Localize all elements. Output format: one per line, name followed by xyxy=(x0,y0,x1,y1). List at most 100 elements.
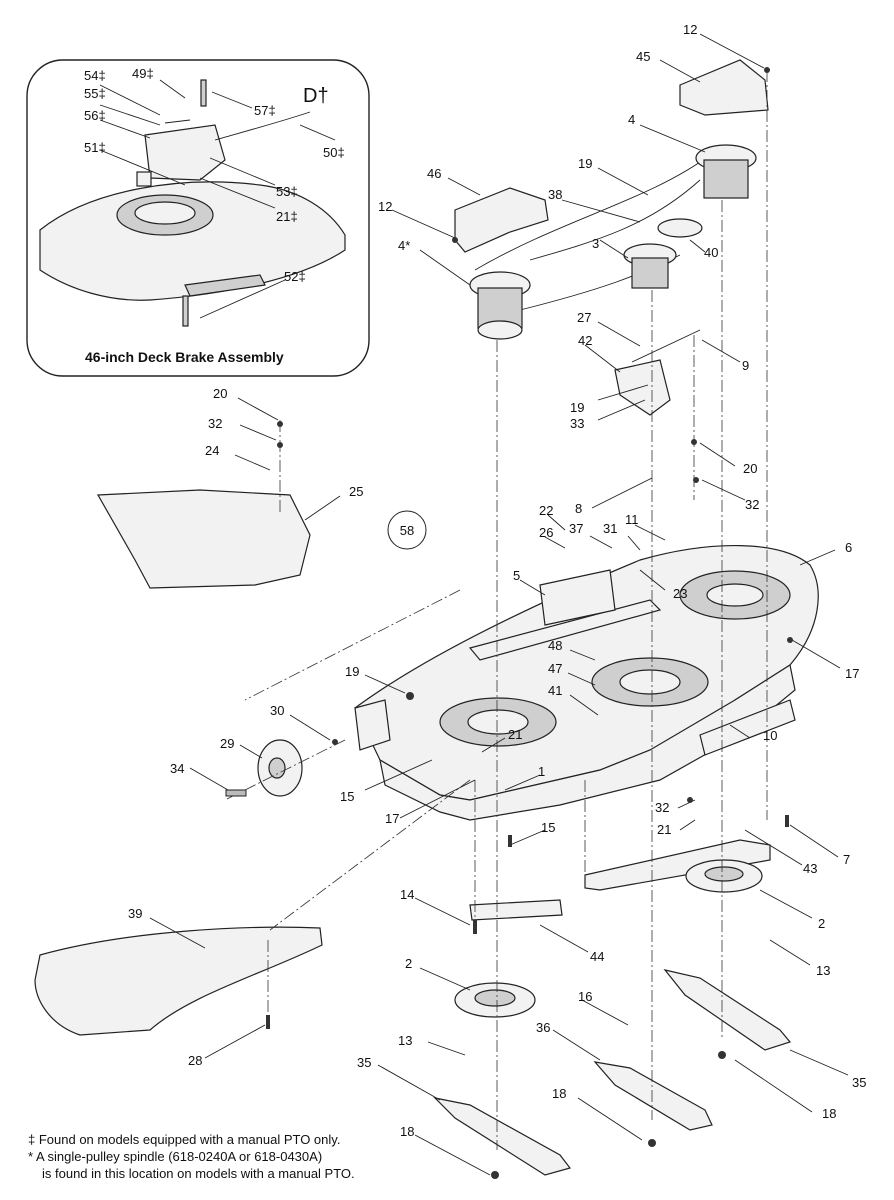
blade-center xyxy=(593,1061,713,1131)
gauge-wheel xyxy=(257,739,303,797)
deck-rear-bracket xyxy=(699,699,796,756)
footnote-single-pulley-line2: is found in this location on models with… xyxy=(42,1166,355,1181)
callout-2-left: 2 xyxy=(405,956,412,971)
callout-inset-53: 53‡ xyxy=(276,184,298,199)
gauge-wheel-hub xyxy=(268,757,286,779)
axis-front-baffle xyxy=(269,779,471,931)
callout-2-right: 2 xyxy=(818,916,825,931)
idler-pulley xyxy=(657,218,703,238)
pulley-center-body xyxy=(631,257,669,289)
callout-46: 46 xyxy=(427,166,441,181)
blade-housing-left-center xyxy=(474,989,516,1007)
inset-deck-shell xyxy=(39,181,346,301)
callout-3: 3 xyxy=(592,236,599,251)
deck-spindle-center-plate xyxy=(619,669,681,695)
callout-18-right: 18 xyxy=(822,1106,836,1121)
callout-21-deck: 21 xyxy=(508,727,522,742)
callout-15-left: 15 xyxy=(340,789,354,804)
callout-30: 30 xyxy=(270,703,284,718)
inset-pin xyxy=(200,79,207,107)
callout-42: 42 xyxy=(578,333,592,348)
callout-18-left: 18 xyxy=(400,1124,414,1139)
callout-32-lower: 32 xyxy=(655,800,669,815)
callout-19-deck: 19 xyxy=(345,664,359,679)
idler-arm xyxy=(614,359,671,416)
brake-assembly-inset xyxy=(26,59,370,377)
callout-41: 41 xyxy=(548,683,562,698)
footnote-single-pulley-line1: * A single-pulley spindle (618-0240A or … xyxy=(28,1149,323,1164)
inset-brake-cable xyxy=(214,111,311,141)
callout-4-star: 4* xyxy=(398,238,410,253)
callout-8: 8 xyxy=(575,501,582,516)
callout-31: 31 xyxy=(603,521,617,536)
blade-right xyxy=(663,969,792,1051)
callout-36: 36 xyxy=(536,1020,550,1035)
callout-25: 25 xyxy=(349,484,363,499)
callout-17-right: 17 xyxy=(845,666,859,681)
inset-spring xyxy=(164,119,191,124)
callout-20-right: 20 xyxy=(743,461,757,476)
leader-lines xyxy=(99,33,849,1176)
callout-39: 39 xyxy=(128,906,142,921)
hardware-fasteners xyxy=(225,67,793,1179)
spindle-pulleys xyxy=(454,59,769,416)
pulley-right-body xyxy=(703,159,749,199)
inset-bolt xyxy=(182,295,189,327)
callout-inset-52: 52‡ xyxy=(284,269,306,284)
callout-12-top: 12 xyxy=(683,22,697,37)
callout-48: 48 xyxy=(548,638,562,653)
idler-mount-bracket xyxy=(539,569,616,626)
mower-deck xyxy=(354,545,819,821)
blade-left xyxy=(433,1097,572,1176)
inset-title: 46-inch Deck Brake Assembly xyxy=(85,349,284,365)
idler-spring xyxy=(631,329,701,363)
callout-20-chute: 20 xyxy=(213,386,227,401)
footnote-manual-pto: ‡ Found on models equipped with a manual… xyxy=(28,1132,341,1147)
pulley-left-bottom xyxy=(477,320,523,340)
callout-58-circle: 58 xyxy=(387,510,427,550)
callout-40: 40 xyxy=(704,245,718,260)
callout-inset-21: 21‡ xyxy=(276,209,298,224)
callout-inset-51: 51‡ xyxy=(84,140,106,155)
callout-13-left: 13 xyxy=(398,1033,412,1048)
belt-cover-46 xyxy=(454,187,549,253)
deck-spindle-right-plate xyxy=(706,583,764,607)
callout-17-left: 17 xyxy=(385,811,399,826)
callout-21-lower: 21 xyxy=(657,822,671,837)
deck-hanger-bracket xyxy=(468,599,662,661)
callout-44: 44 xyxy=(590,949,604,964)
callout-19-idler: 19 xyxy=(570,400,584,415)
callout-inset-56: 56‡ xyxy=(84,108,106,123)
callout-inset-55: 55‡ xyxy=(84,86,106,101)
callout-15-lower: 15 xyxy=(541,820,555,835)
callout-inset-49: 49‡ xyxy=(132,66,154,81)
callout-inset-54: 54‡ xyxy=(84,68,106,83)
inset-brake-bracket xyxy=(144,124,226,181)
inset-spindle-plate xyxy=(134,201,196,225)
callout-5: 5 xyxy=(513,568,520,583)
belt-cover-45 xyxy=(679,59,769,116)
callout-35-right: 35 xyxy=(852,1075,866,1090)
callout-34: 34 xyxy=(170,761,184,776)
axis-chute-diag xyxy=(244,589,461,701)
callout-19-top: 19 xyxy=(578,156,592,171)
discharge-chute xyxy=(96,489,311,589)
inset-brake-arm xyxy=(184,274,266,297)
callout-4: 4 xyxy=(628,112,635,127)
callout-28: 28 xyxy=(188,1053,202,1068)
callout-32-right: 32 xyxy=(745,497,759,512)
callout-23: 23 xyxy=(673,586,687,601)
callout-37: 37 xyxy=(569,521,583,536)
callout-13-right: 13 xyxy=(816,963,830,978)
callout-labels: 54‡ 49‡ 55‡ 56‡ 57‡ D† 51‡ 50‡ 53‡ 21‡ 5… xyxy=(84,22,866,1139)
callout-43: 43 xyxy=(803,861,817,876)
callout-11: 11 xyxy=(625,512,639,527)
callout-22: 22 xyxy=(539,503,553,518)
alignment-lines xyxy=(224,70,768,1150)
footnotes: ‡ Found on models equipped with a manual… xyxy=(28,1131,355,1182)
callout-14: 14 xyxy=(400,887,414,902)
callout-33: 33 xyxy=(570,416,584,431)
callout-inset-57: 57‡ xyxy=(254,103,276,118)
callout-29: 29 xyxy=(220,736,234,751)
